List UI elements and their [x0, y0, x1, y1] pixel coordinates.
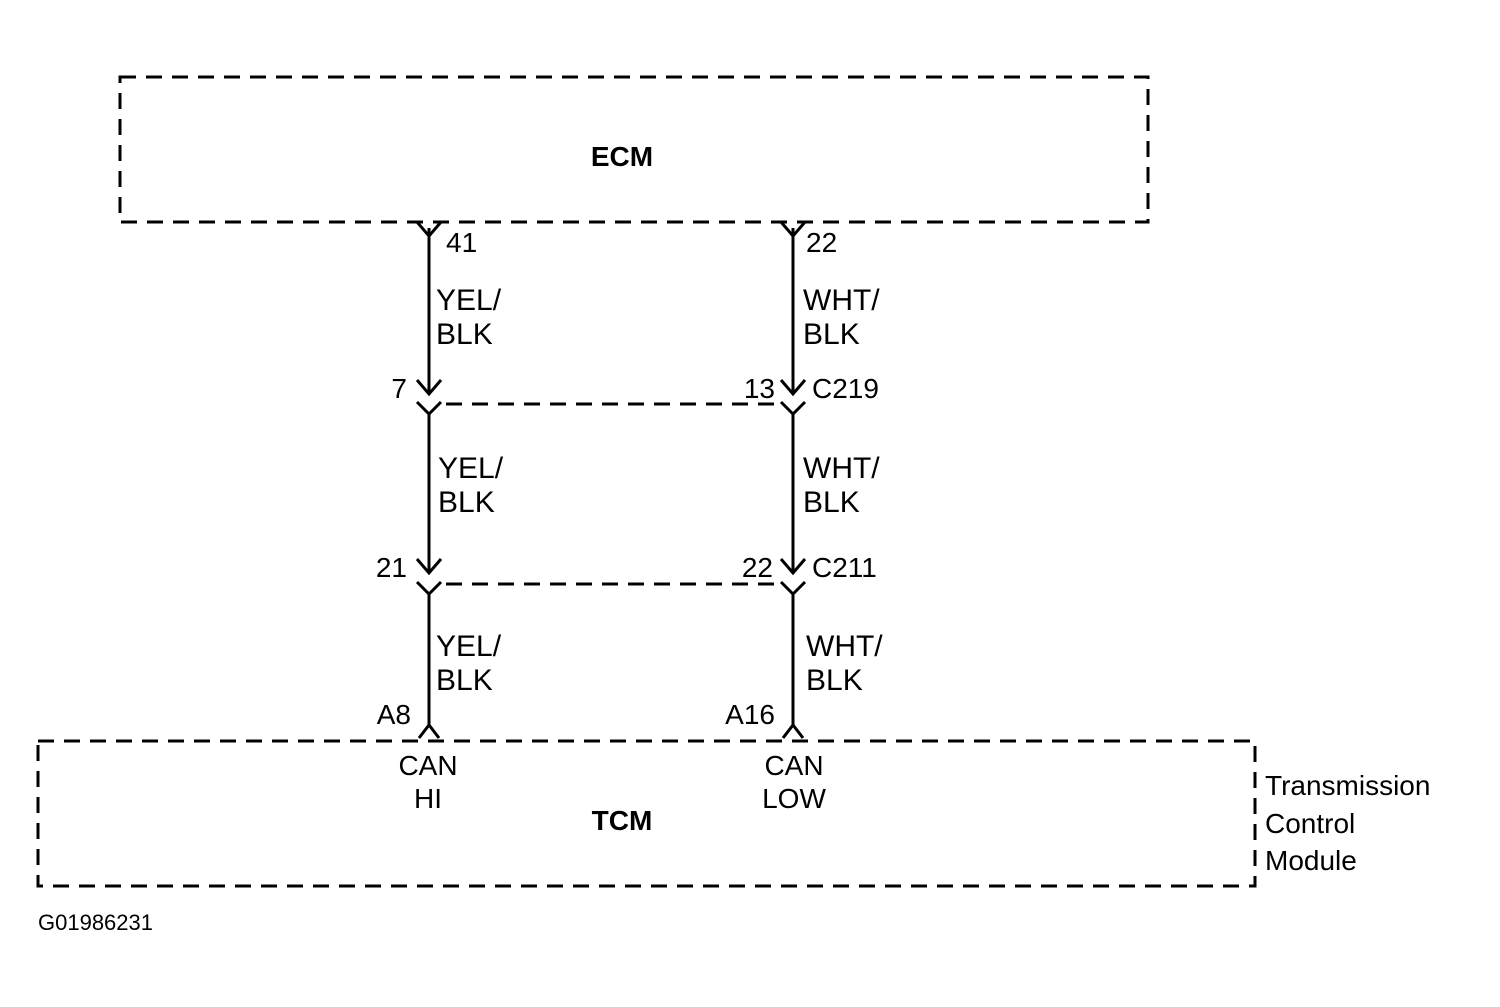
tcm-full-name-line-1: Transmission: [1265, 770, 1430, 801]
tcm-pin-a16-terminal: [781, 722, 805, 739]
signal-name-can-hi-line-1: CAN: [398, 750, 457, 781]
c219-pin-label-right: 13: [744, 373, 775, 404]
c211-pin-label-left: 21: [376, 552, 407, 583]
wire-color-can-hi-seg-2-line-1: YEL/: [438, 452, 504, 485]
c211-male-arrow-left: [415, 558, 443, 576]
tcm-label: TCM: [592, 805, 653, 836]
c211-female-left: [415, 580, 443, 597]
c219-male-arrow-right: [779, 379, 807, 397]
signal-name-can-low-line-1: CAN: [764, 750, 823, 781]
c219-connector-label: C219: [812, 373, 879, 404]
c211-connector-label: C211: [812, 552, 877, 583]
c219-male-arrow-left: [415, 379, 443, 397]
ecm-pin-22-terminal: [779, 221, 807, 239]
c219-pin-label-left: 7: [391, 373, 407, 404]
signal-name-can-low-line-2: LOW: [762, 783, 826, 814]
tcm-box: [36, 739, 1257, 888]
wire-color-can-low-seg-2-line-1: WHT/: [803, 452, 880, 485]
wire-color-can-hi-seg-1-line-1: YEL/: [436, 284, 502, 317]
signal-name-can-hi-line-2: HI: [414, 783, 442, 814]
c219-female-right: [779, 400, 807, 417]
c211-male-arrow-right: [779, 558, 807, 576]
wire-color-can-low-seg-3-line-1: WHT/: [806, 630, 883, 663]
c211-female-right: [779, 580, 807, 597]
c211-pin-label-right: 22: [742, 552, 773, 583]
wire-color-can-low-seg-1-line-2: BLK: [803, 318, 860, 351]
wire-color-can-low-seg-1-line-1: WHT/: [803, 284, 880, 317]
ecm-box: [118, 75, 1150, 224]
wire-color-can-low-seg-3-line-2: BLK: [806, 664, 863, 697]
tcm-pin-label-a16: A16: [725, 699, 775, 730]
wire-color-can-hi-seg-3-line-2: BLK: [436, 664, 493, 697]
figure-id: G01986231: [38, 910, 153, 935]
wire-color-can-hi-seg-3-line-1: YEL/: [436, 630, 502, 663]
ecm-pin-41-terminal: [415, 221, 443, 239]
wire-color-can-low-seg-2-line-2: BLK: [803, 486, 860, 519]
tcm-pin-label-a8: A8: [377, 699, 411, 730]
ecm-label: ECM: [591, 141, 653, 172]
c219-female-left: [415, 400, 443, 417]
ecm-pin-label-22: 22: [806, 227, 837, 258]
tcm-full-name-line-2: Control: [1265, 808, 1355, 839]
wire-color-can-hi-seg-2-line-2: BLK: [438, 486, 495, 519]
tcm-pin-a8-terminal: [417, 722, 441, 739]
ecm-pin-label-41: 41: [446, 227, 477, 258]
wire-color-can-hi-seg-1-line-2: BLK: [436, 318, 493, 351]
tcm-full-name-line-3: Module: [1265, 845, 1357, 876]
